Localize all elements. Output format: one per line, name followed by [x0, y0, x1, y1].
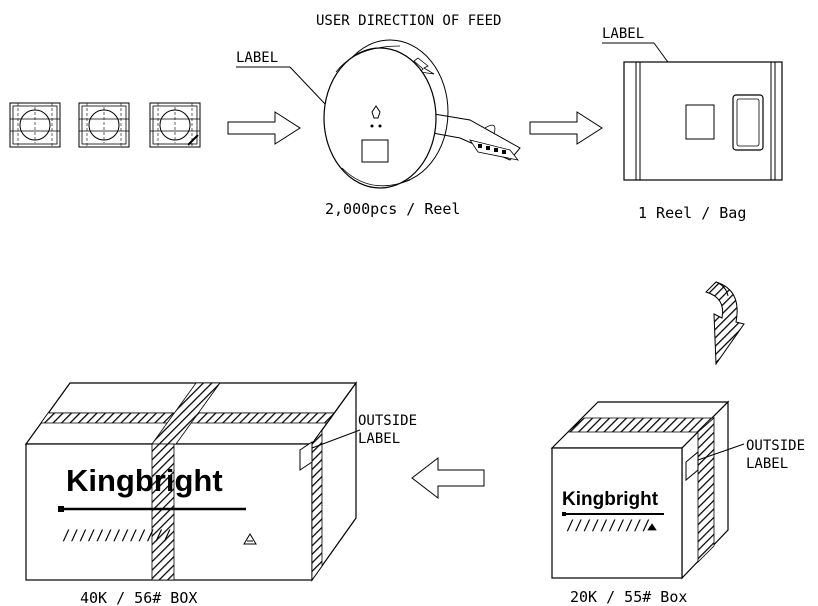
recycle-icon — [243, 533, 257, 545]
led-component-3 — [149, 102, 201, 148]
big-box-outside-label-1: OUTSIDE — [358, 413, 417, 429]
big-box: Kingbright ///////////// — [24, 381, 361, 582]
small-box-outside-label-1: OUTSIDE — [746, 438, 805, 454]
reel-icon: LABEL — [236, 39, 521, 189]
bag-caption: 1 Reel / Bag — [638, 204, 746, 222]
big-box-brand: Kingbright — [66, 463, 223, 498]
small-box: Kingbright ////////// — [550, 400, 745, 580]
led-component-1 — [9, 102, 61, 148]
led-component-2 — [78, 102, 130, 148]
reel-label-text: LABEL — [236, 50, 278, 66]
reel-label-box — [361, 139, 389, 163]
small-box-label-box — [685, 450, 699, 482]
big-box-label-box — [299, 441, 313, 471]
right-arrow-icon — [227, 111, 301, 145]
right-arrow-icon — [529, 111, 603, 145]
left-arrow-icon — [411, 456, 485, 500]
svg-text://////////: ////////// — [566, 518, 650, 534]
small-box-caption: 20K / 55# Box — [570, 588, 687, 606]
reel-caption: 2,000pcs / Reel — [325, 200, 460, 218]
bag-label-box — [685, 104, 715, 140]
small-box-outside-label-2: LABEL — [746, 456, 788, 472]
svg-text://///////////: ///////////// — [62, 528, 172, 544]
big-box-outside-label-2: LABEL — [358, 431, 400, 447]
bag-label-text: LABEL — [602, 26, 644, 42]
curved-arrow-icon — [705, 281, 745, 366]
big-box-caption: 40K / 56# BOX — [80, 589, 197, 606]
recycle-icon — [647, 523, 657, 531]
bag-icon: LABEL — [602, 26, 783, 181]
feed-direction-title: USER DIRECTION OF FEED — [316, 13, 501, 29]
small-box-brand: Kingbright — [562, 489, 659, 510]
